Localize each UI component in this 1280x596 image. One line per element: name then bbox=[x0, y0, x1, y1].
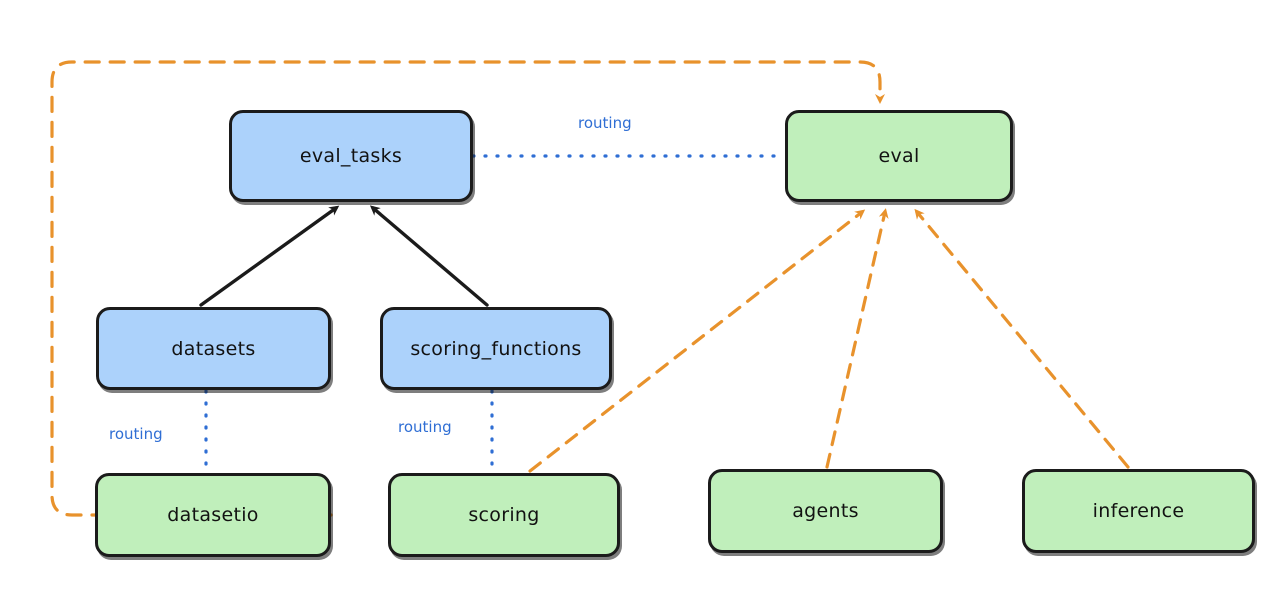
edge-scoring-eval bbox=[528, 209, 866, 473]
node-label-scoring-functions: scoring_functions bbox=[410, 337, 582, 360]
edge-label-routing-datasetio: routing bbox=[109, 425, 163, 443]
node-eval-tasks[interactable]: eval_tasks bbox=[229, 110, 473, 202]
edge-datasets-eval-tasks bbox=[199, 205, 340, 307]
edge-label-routing-scoring: routing bbox=[398, 418, 452, 436]
edge-label-routing-eval: routing bbox=[578, 114, 632, 132]
node-label-eval-tasks: eval_tasks bbox=[299, 145, 403, 167]
node-label-eval: eval bbox=[878, 145, 920, 167]
edge-inference-eval bbox=[914, 208, 1130, 469]
node-inference[interactable]: inference bbox=[1022, 469, 1255, 553]
node-datasetio[interactable]: datasetio bbox=[95, 473, 331, 557]
node-agents[interactable]: agents bbox=[708, 469, 943, 553]
node-eval[interactable]: eval bbox=[785, 110, 1013, 202]
node-scoring[interactable]: scoring bbox=[388, 473, 620, 557]
node-label-datasets: datasets bbox=[171, 337, 256, 360]
node-datasets[interactable]: datasets bbox=[96, 307, 331, 390]
edge-datasetio-eval bbox=[50, 60, 885, 517]
node-label-inference: inference bbox=[1092, 500, 1185, 522]
edge-agents-eval bbox=[825, 208, 889, 469]
node-label-scoring: scoring bbox=[468, 504, 540, 526]
node-scoring-functions[interactable]: scoring_functions bbox=[380, 307, 612, 390]
edge-scoring-functions-eval-tasks bbox=[369, 205, 489, 307]
node-label-datasetio: datasetio bbox=[167, 504, 259, 526]
node-label-agents: agents bbox=[792, 500, 859, 522]
